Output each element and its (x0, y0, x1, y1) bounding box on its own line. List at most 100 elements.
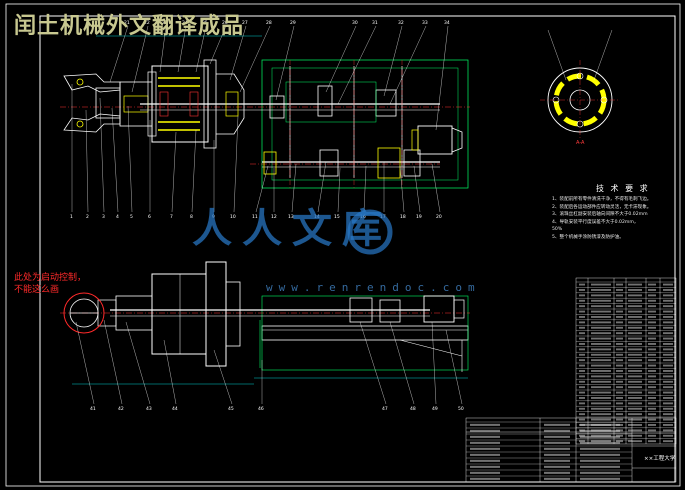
table-cell-text (591, 391, 611, 394)
table-cell-text (470, 435, 500, 438)
table-cell-text (579, 326, 585, 329)
table-cell-text (663, 332, 673, 335)
leader-number: 49 (432, 406, 438, 412)
bottom-motor-cap (453, 299, 465, 319)
table-cell-text (616, 299, 623, 302)
table-cell-text (663, 413, 673, 416)
table-cell-text (616, 359, 623, 362)
table-cell-text (591, 343, 611, 345)
rotary-connector (216, 73, 245, 135)
leader-number: 34 (444, 20, 450, 26)
table-cell-text (591, 397, 611, 399)
leader-number: 4 (116, 214, 119, 220)
table-cell-text (579, 343, 585, 345)
table-cell-text (616, 289, 623, 291)
table-cell-text (663, 370, 673, 372)
table-cell-text (580, 423, 620, 426)
leader-number: 9 (212, 214, 215, 220)
table-cell-text (616, 397, 623, 399)
table-cell-text (470, 465, 500, 468)
top-frame-inner (271, 67, 459, 181)
top-motor-cap (451, 127, 463, 153)
section-leader-1 (547, 29, 567, 81)
section-leader-2 (593, 29, 613, 81)
table-cell-text (628, 386, 642, 389)
table-cell-text (591, 289, 611, 291)
table-cell-text (663, 283, 673, 286)
table-cell-text (470, 453, 500, 456)
table-cell-text (579, 353, 585, 356)
table-cell-text (663, 299, 673, 302)
table-cell-text (591, 380, 611, 383)
table-cell-text (663, 402, 673, 405)
bearing-block-3 (375, 89, 397, 117)
leader-number: 15 (334, 214, 340, 220)
rotary-flange-left (147, 71, 157, 137)
table-cell-text (580, 477, 620, 480)
table-cell-text (648, 424, 656, 426)
table-cell-text (648, 326, 656, 329)
table-cell-text (628, 359, 642, 362)
table-cell-text (579, 407, 585, 410)
bottom-assembly-view (60, 261, 470, 385)
table-cell-text (648, 440, 656, 443)
tech-requirement-item: 50% (552, 227, 563, 233)
top-motor-flange (411, 129, 419, 151)
table-cell-text (579, 283, 585, 286)
table-cell-text (579, 402, 585, 405)
table-cell-text (648, 332, 656, 335)
tech-requirement-item: 2、装配后各运动部件应转动灵活，无卡滞现象。 (552, 204, 652, 210)
table-cell-text (580, 441, 620, 444)
table-cell-text (591, 413, 611, 416)
table-cell-text (579, 364, 585, 367)
table-cell-text (648, 375, 656, 378)
table-cell-text (648, 380, 656, 383)
gripper-pivot-lower (76, 120, 84, 128)
table-cell-text (663, 418, 673, 421)
table-cell-text (470, 459, 500, 462)
table-cell-text (544, 429, 570, 432)
leader-number: 46 (258, 406, 264, 412)
table-cell-text (591, 418, 611, 421)
bottom-leader-number-marks: 41 42 43 44 45 46 47 48 49 50 (90, 406, 464, 412)
inner-frame (39, 15, 676, 483)
bottom-gear-block (349, 297, 373, 323)
leader-number: 12 (271, 214, 277, 220)
table-cell-text (580, 435, 620, 438)
table-cell-text (648, 294, 656, 297)
table-cell-text (544, 441, 570, 444)
leader-number: 21 (124, 20, 130, 26)
table-cell-text (579, 391, 585, 394)
section-view (540, 29, 620, 140)
table-cell-text (628, 348, 642, 351)
annotation-line-1: 此处为启动控制， (14, 273, 87, 283)
table-cell-text (616, 440, 623, 443)
table-cell-text (579, 321, 585, 324)
table-cell-text (663, 434, 673, 437)
watermark-logo: 人人文库 (192, 205, 392, 252)
top-frame-outer (261, 59, 469, 189)
top-assembly-view (60, 35, 470, 190)
rotary-cylinder (151, 65, 209, 143)
tech-requirement-item: 5、整个机械手涂防锈漆及防护油。 (552, 234, 624, 240)
table-cell-text (591, 402, 611, 405)
leader-number: 8 (190, 214, 193, 220)
leader-number: 11 (252, 214, 258, 220)
table-cell-text (544, 471, 570, 474)
table-cell-text (648, 364, 656, 367)
table-cell-text (591, 364, 611, 367)
leader-number: 14 (314, 214, 320, 220)
bottom-bearing (379, 299, 401, 323)
lower-bearing-2 (377, 147, 401, 179)
table-cell-text (663, 380, 673, 383)
table-cell-text (628, 380, 642, 383)
table-cell-text (628, 434, 642, 437)
table-cell-text (470, 441, 500, 444)
table-cell-text (470, 477, 500, 480)
leader-number: 26 (222, 20, 228, 26)
table-cell-text (580, 465, 620, 468)
table-cell-text (648, 316, 656, 318)
top-motor-body (417, 125, 453, 155)
table-cell-text (663, 364, 673, 367)
